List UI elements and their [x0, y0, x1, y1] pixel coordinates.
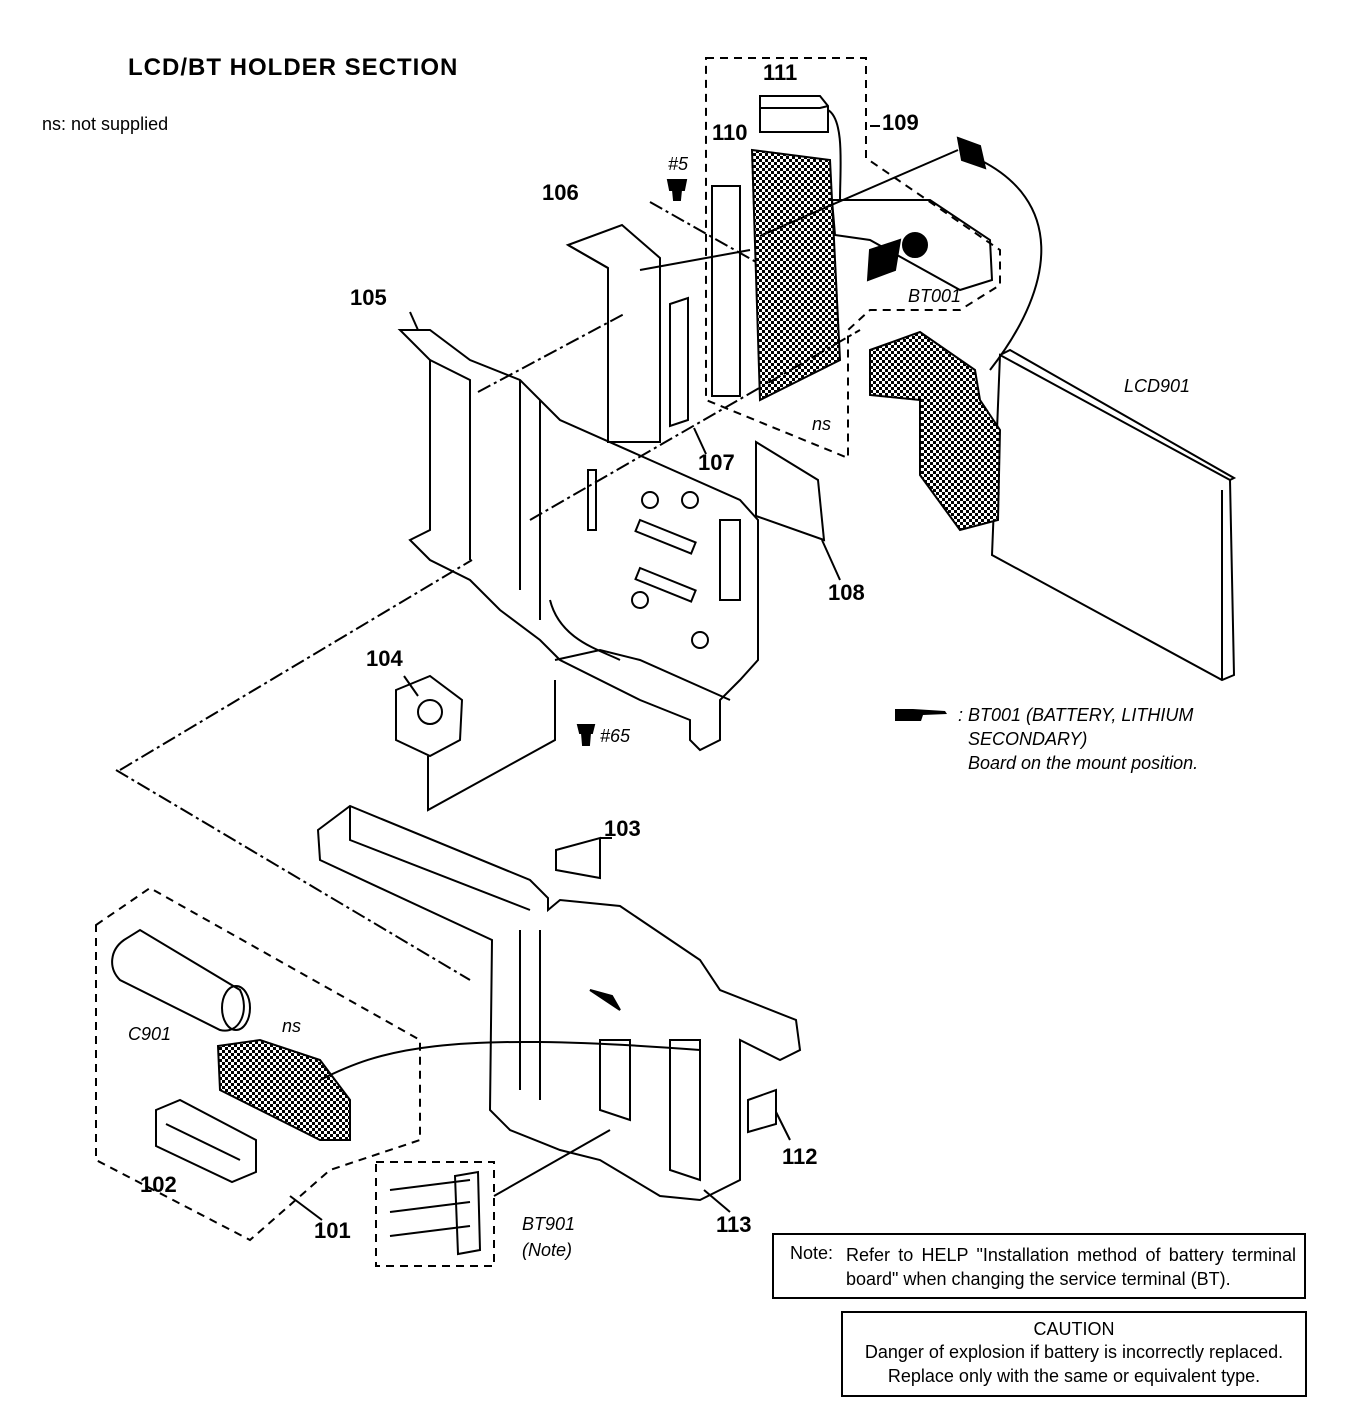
callout-110: 110 — [712, 120, 748, 145]
label-screw-5: #5 — [668, 154, 689, 174]
part-110 — [711, 185, 741, 397]
label-lcd901: LCD901 — [1124, 376, 1190, 396]
part-c901 — [111, 928, 245, 1032]
callout-104: 104 — [366, 646, 403, 671]
callout-112: 112 — [782, 1144, 818, 1169]
callout-108: 108 — [828, 580, 865, 605]
label-bt901: BT901 — [522, 1214, 575, 1234]
hand-pointer-icon — [895, 709, 947, 721]
label-bt001: BT001 — [908, 286, 961, 306]
label-ns-upper: ns — [812, 414, 831, 434]
label-c901: C901 — [128, 1024, 171, 1044]
part-105-frame — [397, 329, 759, 752]
caution-heading: CAUTION — [1033, 1319, 1115, 1339]
part-102 — [155, 1098, 257, 1184]
callout-107: 107 — [698, 450, 735, 475]
abbreviation-note: ns: not supplied — [42, 114, 169, 134]
section-title: LCD/BT HOLDER SECTION — [128, 54, 459, 81]
callout-101: 101 — [314, 1218, 351, 1243]
label-ns-lower: ns — [282, 1016, 301, 1036]
callout-105: 105 — [350, 285, 387, 310]
screw-65 — [576, 724, 596, 746]
legend-line-3: Board on the mount position. — [968, 753, 1199, 773]
caution-line-2: Replace only with the same or equivalent… — [887, 1366, 1261, 1386]
lcd901-flex — [869, 330, 1002, 532]
note-label: Note: — [790, 1243, 834, 1263]
bt001-connector — [956, 136, 987, 170]
legend: : BT001 (BATTERY, LITHIUM SECONDARY) Boa… — [893, 703, 1273, 775]
legend-line-2: SECONDARY) — [968, 729, 1088, 749]
callout-111: 111 — [763, 60, 797, 85]
note-box: Note: Refer to HELP "Installation method… — [772, 1233, 1306, 1299]
part-lcd901 — [990, 353, 1236, 682]
legend-line-1: : BT001 (BATTERY, LITHIUM — [958, 705, 1194, 725]
group-101-outline — [95, 886, 421, 1242]
group-109-outline — [705, 57, 1001, 460]
callout-102: 102 — [140, 1172, 177, 1197]
part-104 — [395, 674, 464, 758]
caution-box: CAUTION Danger of explosion if battery i… — [841, 1311, 1307, 1397]
callout-109: 109 — [882, 110, 919, 135]
caution-line-1: Danger of explosion if battery is incorr… — [864, 1342, 1284, 1362]
screw-5 — [666, 179, 688, 201]
callout-106: 106 — [542, 180, 579, 205]
callout-113: 113 — [716, 1212, 752, 1237]
part-113-chassis — [316, 804, 802, 1202]
part-106 — [565, 223, 661, 443]
note-text: Refer to HELP "Installation method of ba… — [846, 1245, 1296, 1289]
label-bt901-note: (Note) — [522, 1240, 572, 1260]
part-112 — [747, 1088, 777, 1134]
part-109-board — [750, 148, 842, 402]
part-108 — [755, 440, 826, 542]
label-screw-65: #65 — [600, 726, 631, 746]
part-107 — [669, 296, 689, 428]
group-bt901-outline — [375, 1161, 495, 1267]
part-103 — [555, 836, 601, 880]
callout-103: 103 — [604, 816, 641, 841]
part-111 — [759, 95, 829, 133]
